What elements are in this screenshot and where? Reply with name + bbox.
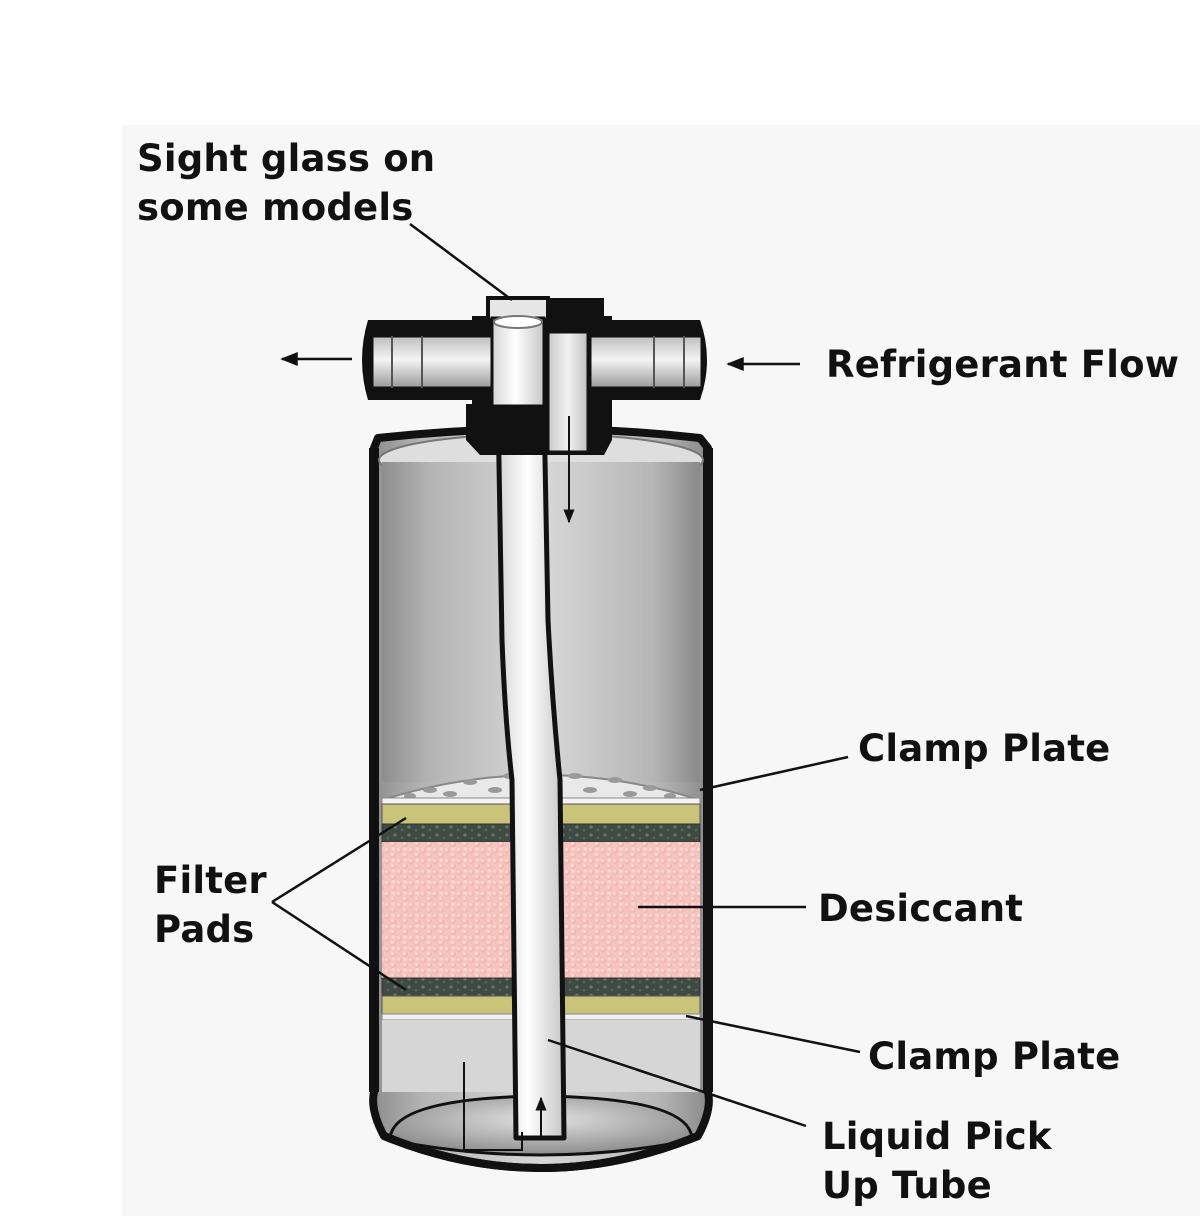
label-sight-glass-line2: some models [137, 186, 414, 229]
header-fitting [362, 296, 707, 524]
leader-sight-glass [409, 222, 513, 302]
label-clamp-plate-bottom: Clamp Plate [868, 1035, 1121, 1078]
leader-clamp-plate-top [699, 755, 849, 792]
label-filter-pads-line1: Filter [154, 859, 267, 902]
leader-filter-pad-bottom [271, 900, 407, 992]
label-clamp-plate-top: Clamp Plate [858, 727, 1111, 770]
label-filter-pads: Filter Pads [154, 856, 267, 954]
label-desiccant: Desiccant [818, 887, 1024, 930]
leader-clamp-plate-bottom [685, 1014, 861, 1054]
leader-filter-pad-top [271, 816, 407, 904]
label-liquid-pick-up-tube-line1: Liquid Pick [822, 1115, 1052, 1158]
label-sight-glass: Sight glass on some models [137, 134, 435, 232]
label-liquid-pick-up-tube: Liquid Pick Up Tube [822, 1112, 1052, 1210]
label-liquid-pick-up-tube-line2: Up Tube [822, 1164, 992, 1207]
label-filter-pads-line2: Pads [154, 908, 255, 951]
label-refrigerant-flow: Refrigerant Flow [826, 343, 1180, 386]
label-sight-glass-line1: Sight glass on [137, 137, 436, 180]
leader-lines [271, 222, 861, 1128]
leader-pick-up-tube [547, 1038, 807, 1128]
pick-up-tube [463, 402, 567, 1151]
